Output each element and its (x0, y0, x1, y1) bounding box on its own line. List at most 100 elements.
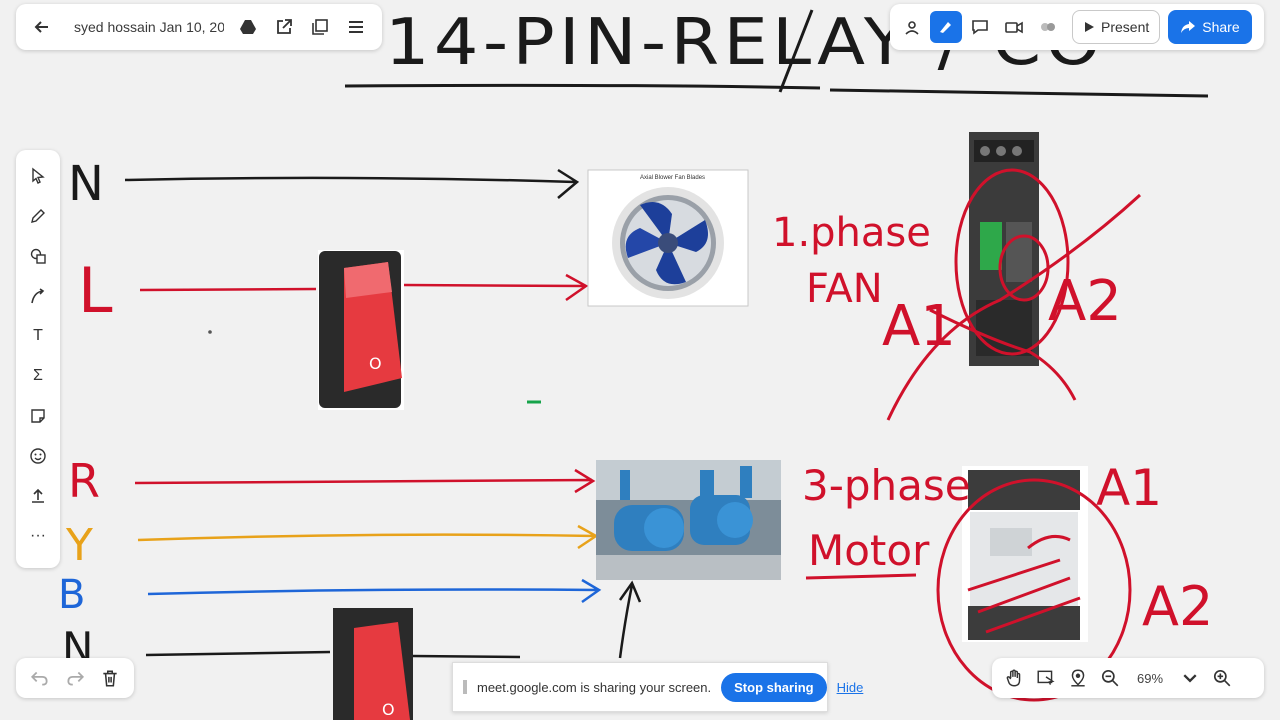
sticky-note-icon (31, 409, 45, 423)
fan-image[interactable]: Axial Blower Fan Blades (587, 169, 749, 307)
pencil-tool[interactable] (20, 196, 56, 236)
ink-motor-underline (805, 573, 917, 580)
hand-icon (1006, 669, 1021, 687)
hand-tool-button[interactable] (998, 662, 1030, 694)
wire-live-to-switch (139, 287, 317, 292)
select-tool[interactable] (20, 156, 56, 196)
label-neutral-top: N (68, 156, 104, 212)
label-r-phase: R (68, 454, 100, 508)
comment-button[interactable] (964, 11, 996, 43)
rocker-switch-image-bottom[interactable]: O (333, 608, 413, 720)
fan-image-caption: Axial Blower Fan Blades (640, 175, 705, 181)
motor-image[interactable] (596, 460, 781, 580)
zoom-in-icon (1213, 669, 1231, 687)
drive-icon (240, 20, 256, 34)
pen-icon (940, 22, 951, 33)
back-arrow-icon (34, 21, 48, 33)
more-icon: ··· (30, 527, 46, 544)
label-y-phase: Y (65, 520, 93, 571)
connector-tool[interactable] (20, 276, 56, 316)
zoom-out-button[interactable] (1094, 662, 1126, 694)
stop-sharing-button[interactable]: Stop sharing (721, 672, 827, 702)
drive-button[interactable] (230, 9, 266, 45)
top-right-toolbar: Present Share (890, 4, 1264, 50)
hide-banner-link[interactable]: Hide (836, 679, 864, 695)
video-icon (1005, 21, 1023, 34)
redo-button[interactable] (60, 663, 90, 693)
connector-icon (31, 288, 45, 304)
menu-button[interactable] (338, 9, 374, 45)
more-tools[interactable]: ··· (20, 516, 56, 556)
zoom-level[interactable]: 69% (1136, 670, 1164, 686)
delete-button[interactable] (95, 663, 125, 693)
rocker-switch-image-top[interactable]: O (318, 250, 404, 410)
zoom-in-button[interactable] (1206, 662, 1238, 694)
screen-share-banner: meet.google.com is sharing your screen. … (452, 662, 863, 712)
emoji-icon (30, 448, 46, 464)
drag-handle[interactable] (463, 680, 467, 694)
label-b-phase: B (58, 572, 85, 618)
frames-icon (312, 19, 328, 35)
collaborator-icon (905, 21, 919, 35)
relay-bottom-a1: A1 (1096, 459, 1162, 517)
pen-mode-button[interactable] (930, 11, 962, 43)
back-button[interactable] (24, 9, 60, 45)
undo-button[interactable] (25, 663, 55, 693)
switch-mark-bottom: O (382, 700, 395, 719)
wire-neutral-top (124, 168, 580, 199)
undo-toolbar (16, 658, 134, 698)
motor-note-line1: 3-phase (802, 461, 971, 510)
share-button[interactable]: Share (1168, 10, 1252, 44)
upload-tool[interactable] (20, 476, 56, 516)
heading-slash (778, 9, 814, 93)
text-tool[interactable]: T (20, 316, 56, 356)
menu-icon (349, 21, 363, 33)
wire-r-phase (134, 468, 596, 494)
ink-circle-relay-large (954, 168, 1070, 356)
frames-button[interactable] (302, 9, 338, 45)
collaborator-button[interactable] (896, 11, 928, 43)
avatars-icon (1041, 23, 1055, 31)
trash-icon (103, 670, 117, 687)
fan-note-line1: 1.phase (772, 210, 931, 256)
locate-button[interactable] (1062, 662, 1094, 694)
share-label: Share (1202, 19, 1240, 35)
equation-tool[interactable]: Σ (20, 356, 56, 396)
relay-top-a2: A2 (1048, 269, 1122, 334)
motor-note-line2: Motor (808, 526, 930, 575)
comment-icon (972, 20, 988, 35)
upload-icon (32, 488, 44, 503)
relay-bottom-a2: A2 (1142, 575, 1213, 638)
zoom-dropdown-button[interactable] (1174, 662, 1206, 694)
tool-palette: T Σ ··· (16, 150, 60, 568)
open-external-button[interactable] (266, 9, 302, 45)
sticky-note-tool[interactable] (20, 396, 56, 436)
share-banner-text: meet.google.com is sharing your screen. (477, 679, 712, 695)
redo-icon (67, 671, 85, 686)
fan-note-line2: FAN (806, 266, 883, 312)
board-title[interactable]: syed hossain Jan 10, 20... (74, 19, 224, 35)
shapes-icon (30, 248, 46, 264)
sigma-icon: Σ (33, 367, 43, 384)
contactor-image-bottom[interactable] (962, 466, 1088, 642)
ink-circle-contactor (936, 478, 1132, 702)
ink-strokes-relay (886, 193, 1142, 421)
label-live: L (78, 254, 113, 327)
avatars-button[interactable] (1032, 11, 1064, 43)
pencil-icon (31, 209, 45, 223)
select-area-button[interactable] (1030, 662, 1062, 694)
zoom-toolbar: 69% (992, 658, 1264, 698)
relay-top-a1: A1 (882, 294, 956, 359)
switch-mark-top: O (369, 354, 382, 373)
present-button[interactable]: Present (1072, 10, 1161, 44)
wire-y-phase (137, 524, 599, 550)
share-icon (1181, 21, 1196, 33)
video-button[interactable] (998, 11, 1030, 43)
text-icon: T (33, 327, 43, 344)
locate-icon (1071, 669, 1085, 687)
top-left-toolbar: syed hossain Jan 10, 20... (16, 4, 382, 50)
shapes-tool[interactable] (20, 236, 56, 276)
emoji-tool[interactable] (20, 436, 56, 476)
select-icon (32, 167, 45, 184)
